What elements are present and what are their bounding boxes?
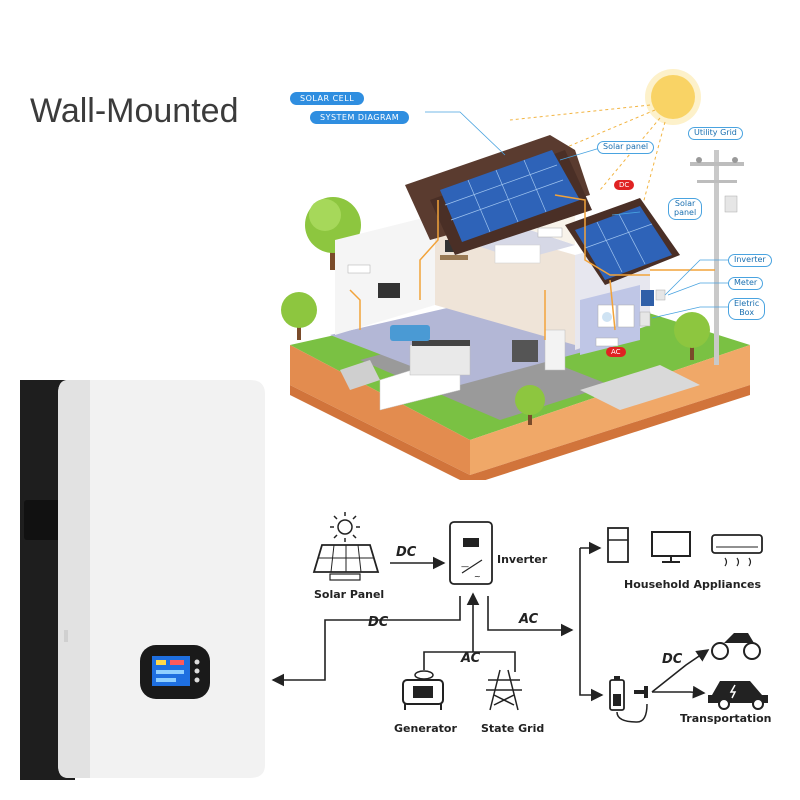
label-inverter: Inverter: [497, 553, 548, 566]
motorcycle-icon: [711, 633, 761, 660]
flow-ac-output: AC: [519, 612, 539, 627]
battery-charger-icon: [609, 676, 648, 723]
meter-unit: [655, 289, 666, 301]
flow-ac-input: AC: [461, 651, 481, 666]
callout-electric-box-line1: Eletric: [734, 299, 760, 308]
power-tower-icon: [486, 669, 522, 711]
sun-icon: [645, 69, 701, 125]
callout-electric-box-line2: Box: [739, 307, 755, 317]
callout-electric-box: Eletric Box: [728, 298, 766, 320]
tree-left-2: [281, 292, 317, 340]
car-icon: [708, 681, 768, 710]
system-title-line2: SYSTEM DIAGRAM: [310, 111, 410, 124]
generator-icon: [402, 670, 444, 710]
page-title: Wall-Mounted: [30, 92, 239, 130]
air-conditioner-icon: [711, 534, 763, 567]
callout-solar-panel-2-line2: panel: [674, 207, 697, 217]
svg-text:—: —: [461, 562, 469, 571]
label-solar-panel: Solar Panel: [314, 588, 385, 601]
label-transportation: Transportation: [680, 712, 772, 725]
callout-ac: AC: [606, 347, 626, 357]
sun-rays: [509, 104, 666, 216]
callout-dc: DC: [614, 180, 635, 190]
flow-dc-solar: DC: [396, 545, 417, 560]
tv-icon: [651, 531, 691, 563]
solar-house-illustration: [281, 69, 750, 480]
roof-right: [565, 198, 680, 285]
callout-solar-panel-1: Solar panel: [597, 141, 655, 154]
energy-flow-diagram: — ~: [271, 512, 768, 723]
callout-inverter: Inverter: [728, 254, 772, 267]
callout-meter: Meter: [728, 277, 764, 290]
tree-front: [515, 385, 545, 425]
wiring: [349, 194, 715, 340]
utility-pole: [690, 150, 744, 365]
solar-panel-icon: [312, 512, 380, 581]
flow-dc-battery: DC: [368, 615, 389, 630]
svg-text:~: ~: [474, 572, 481, 581]
system-diagram-title: SOLAR CELL SYSTEM DIAGRAM: [290, 86, 410, 124]
wall-battery-unit: [20, 380, 265, 780]
label-generator: Generator: [394, 722, 457, 735]
roof-main: [405, 135, 592, 255]
callout-solar-panel-2: Solar panel: [668, 198, 703, 220]
callout-utility-grid: Utility Grid: [688, 127, 743, 140]
fridge-icon: [607, 527, 629, 563]
inverter-icon: — ~: [449, 521, 493, 585]
callout-solar-panel-2-line1: Solar: [674, 199, 696, 208]
inverter-unit: [641, 290, 654, 306]
flow-dc-transport: DC: [662, 652, 683, 667]
system-title-line1: SOLAR CELL: [290, 92, 365, 105]
tree-right: [674, 312, 710, 360]
electric-box-unit: [639, 311, 651, 327]
label-state-grid: State Grid: [481, 722, 545, 735]
label-household-appliances: Household Appliances: [624, 578, 762, 591]
